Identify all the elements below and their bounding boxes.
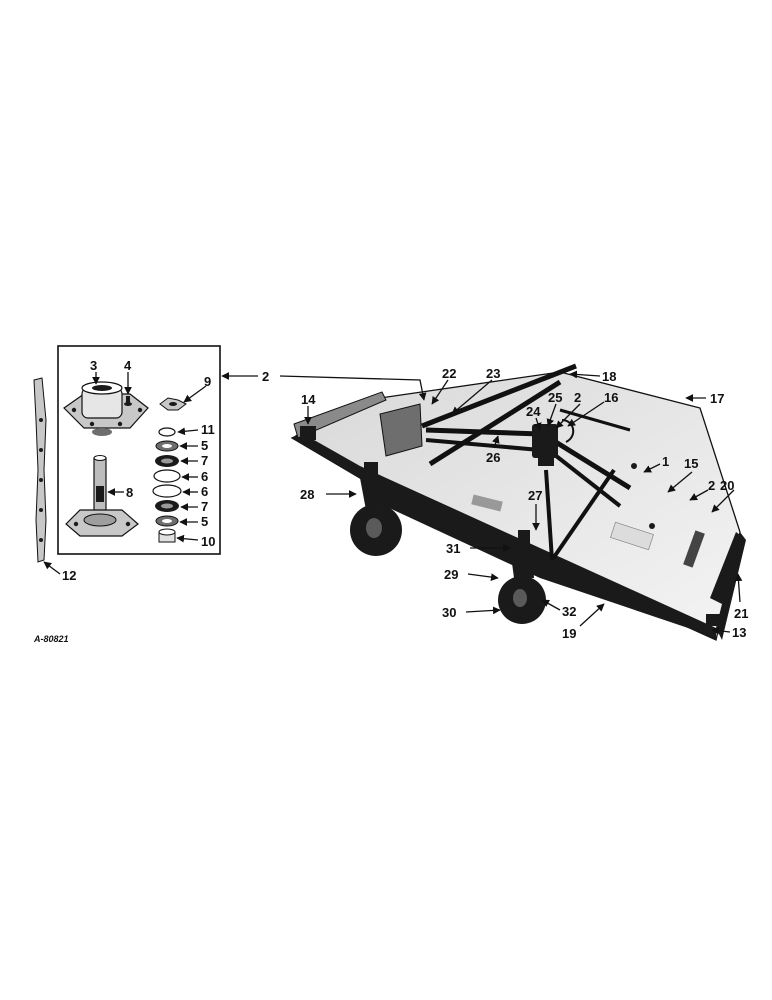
callout-16: 16 (604, 390, 618, 405)
callout-23: 23 (486, 366, 500, 381)
hitch-frame (421, 363, 632, 562)
callout-6a: 6 (201, 469, 208, 484)
bearing-stack (152, 427, 182, 543)
callout-5b: 5 (201, 514, 208, 529)
callout-3: 3 (90, 358, 97, 373)
callout-6b: 6 (201, 484, 208, 499)
callout-24: 24 (526, 404, 541, 419)
spindle-housing (63, 381, 149, 436)
callout-25: 25 (548, 390, 562, 405)
callout-8: 8 (126, 485, 133, 500)
callout-21: 21 (734, 606, 748, 621)
callout-20: 20 (720, 478, 734, 493)
mower-deck (290, 371, 746, 641)
lock-washer (159, 397, 187, 411)
grease-fitting (124, 396, 132, 406)
spindle-shaft (65, 455, 139, 537)
callout-31: 31 (446, 541, 460, 556)
callout-5a: 5 (201, 438, 208, 453)
callout-12: 12 (62, 568, 76, 583)
leader-lines (43, 370, 743, 635)
callout-18: 18 (602, 369, 616, 384)
callout-17: 17 (710, 391, 724, 406)
callout-32: 32 (562, 604, 576, 619)
reference-code: A-80821 (33, 634, 69, 644)
callout-26: 26 (486, 450, 500, 465)
caster-wheel-left (350, 462, 402, 556)
callout-2-tensioner: 2 (574, 390, 581, 405)
callout-10: 10 (201, 534, 215, 549)
caster-wheel-right (498, 530, 546, 624)
callout-2-main: 2 (262, 369, 269, 384)
callout-30: 30 (442, 605, 456, 620)
callout-labels: 3 4 9 11 5 7 6 6 7 5 10 8 12 2 14 22 23 … (33, 358, 748, 644)
blade-strip (33, 377, 47, 563)
callout-29: 29 (444, 567, 458, 582)
callout-9: 9 (204, 374, 211, 389)
callout-15: 15 (684, 456, 698, 471)
callout-2-deck: 2 (708, 478, 715, 493)
callout-4: 4 (124, 358, 132, 373)
callout-28: 28 (300, 487, 314, 502)
callout-14: 14 (301, 392, 316, 407)
callout-11: 11 (201, 422, 215, 437)
callout-22: 22 (442, 366, 456, 381)
callout-13: 13 (732, 625, 746, 640)
callout-7a: 7 (201, 453, 208, 468)
callout-7b: 7 (201, 499, 208, 514)
spindle-assembly-box (57, 345, 221, 555)
callout-19: 19 (562, 626, 576, 641)
callout-1: 1 (662, 454, 669, 469)
callout-27: 27 (528, 488, 542, 503)
